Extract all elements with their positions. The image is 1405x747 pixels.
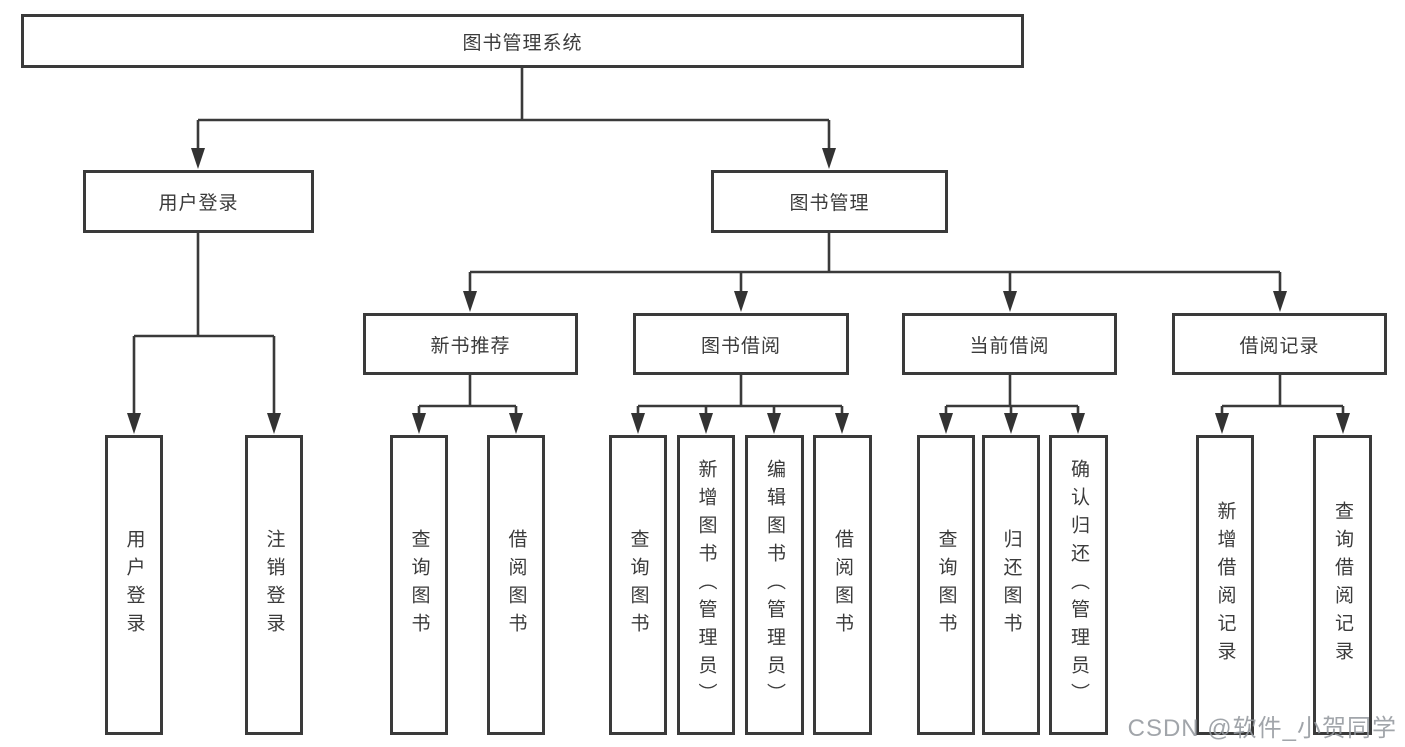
leaf-add-books-admin: 新增图书（管理员） — [677, 435, 735, 735]
node-label: 用户登录 — [158, 193, 239, 214]
csdn-watermark: CSDN @软件_小贺同学 — [1127, 715, 1397, 742]
node-book-borrowing: 图书借阅 — [633, 313, 849, 375]
node-current-borrowing: 当前借阅 — [902, 313, 1117, 375]
node-label: 查询图书 — [408, 529, 430, 641]
leaf-user-login: 用户登录 — [105, 435, 163, 735]
node-label: 确认归还（管理员） — [1068, 459, 1089, 711]
node-user-login: 用户登录 — [83, 170, 314, 233]
node-label: 查询图书 — [627, 529, 649, 641]
node-label: 新增图书（管理员） — [695, 459, 717, 711]
leaf-confirm-return-admin: 确认归还（管理员） — [1049, 435, 1108, 735]
arrowheads — [127, 148, 1350, 434]
node-label: 用户登录 — [123, 529, 145, 641]
node-label: 查询借阅记录 — [1332, 501, 1353, 669]
node-label: 借阅记录 — [1239, 335, 1320, 357]
node-library-management-system: 图书管理系统 — [21, 14, 1024, 68]
node-label: 当前借阅 — [969, 335, 1050, 357]
node-label: 新书推荐 — [430, 335, 511, 357]
node-new-book-recommendation: 新书推荐 — [363, 313, 578, 375]
node-label: 图书借阅 — [700, 335, 781, 357]
node-label: 编辑图书（管理员） — [764, 459, 785, 711]
leaf-logout: 注销登录 — [245, 435, 303, 735]
leaf-return-books: 归还图书 — [982, 435, 1040, 735]
leaf-query-books-1: 查询图书 — [390, 435, 448, 735]
leaf-query-books-3: 查询图书 — [917, 435, 975, 735]
node-label: 借阅图书 — [505, 529, 527, 641]
node-borrowing-records: 借阅记录 — [1172, 313, 1387, 375]
node-label: 注销登录 — [263, 529, 285, 641]
leaf-query-borrow-record: 查询借阅记录 — [1313, 435, 1372, 735]
node-label: 图书管理 — [789, 193, 870, 214]
leaf-borrow-books-2: 借阅图书 — [813, 435, 872, 735]
leaf-edit-books-admin: 编辑图书（管理员） — [745, 435, 804, 735]
node-label: 归还图书 — [1000, 529, 1022, 641]
leaf-query-books-2: 查询图书 — [609, 435, 667, 735]
node-label: 查询图书 — [935, 529, 957, 641]
leaf-borrow-books-1: 借阅图书 — [487, 435, 545, 735]
node-label: 图书管理系统 — [462, 32, 583, 54]
node-book-management: 图书管理 — [711, 170, 948, 233]
node-label: 借阅图书 — [832, 529, 853, 641]
node-label: 新增借阅记录 — [1214, 501, 1236, 669]
leaf-add-borrow-record: 新增借阅记录 — [1196, 435, 1254, 735]
